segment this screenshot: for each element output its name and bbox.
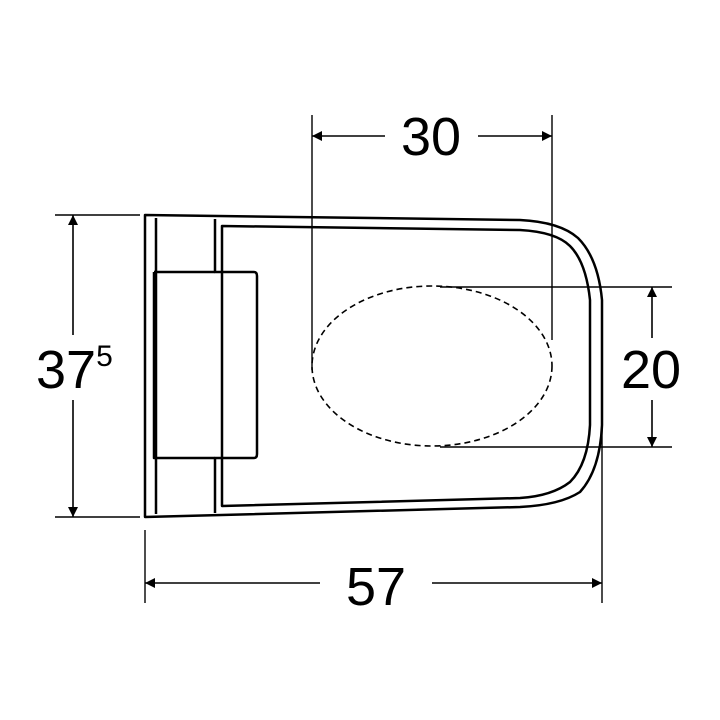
dim-label-left-main: 37 (36, 340, 96, 400)
toilet-outline (143, 213, 604, 519)
rear-panel (213, 219, 259, 513)
extension-lines (55, 115, 672, 603)
dim-label-left-superscript: 5 (96, 340, 113, 373)
bowl-outer-contour (143, 213, 604, 519)
dim-label-top: 30 (401, 107, 461, 167)
rear-panel-inner (152, 272, 215, 460)
dimension-lines (68, 131, 657, 588)
dim-label-left: 375 (36, 340, 113, 400)
dim-label-right: 20 (621, 340, 681, 400)
bowl-opening-dashed (311, 285, 553, 447)
seat-inner-contour (220, 224, 592, 508)
dim-label-bottom: 57 (346, 557, 406, 617)
